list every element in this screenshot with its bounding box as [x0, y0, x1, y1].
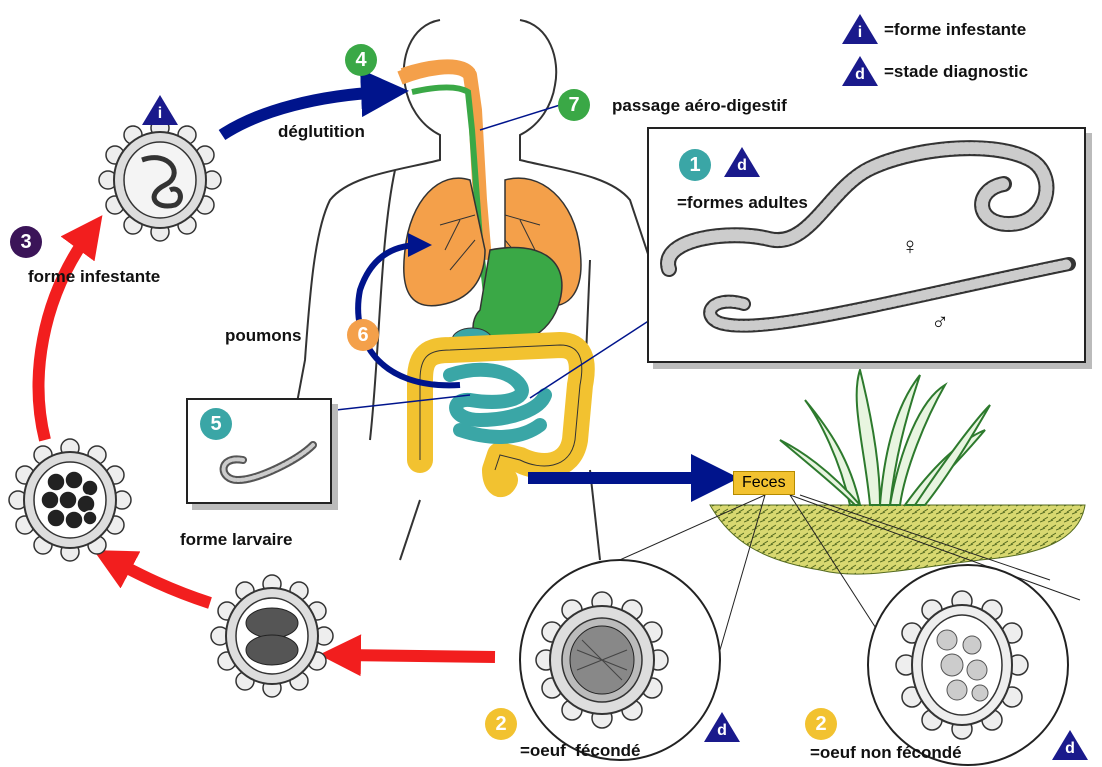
step-1-diagnostic-triangle: d	[722, 145, 762, 179]
aero-digestive-label: passage aéro-digestif	[612, 96, 787, 116]
male-symbol: ♂	[931, 309, 949, 337]
legend-infestante-label: =forme infestante	[884, 20, 1026, 40]
legend-diagnostic-triangle: d	[840, 54, 880, 88]
infestant-form-label: forme infestante	[28, 267, 160, 287]
morula-egg	[9, 439, 131, 561]
step-7-badge: 7	[558, 89, 590, 121]
step-1-badge: 1	[679, 149, 711, 181]
step-3-infestante-triangle: i	[140, 93, 180, 127]
adult-worms-box: 1 =formes adultes ♀ ♂	[647, 127, 1086, 363]
larval-form-label: forme larvaire	[180, 530, 292, 550]
step-6-badge: 6	[347, 319, 379, 351]
red-arrow-left-up	[39, 232, 90, 440]
fertilized-egg-diagnostic-triangle: d	[702, 710, 742, 744]
adult-forms-label: =formes adultes	[677, 193, 808, 213]
grass-icon	[780, 370, 990, 505]
feces-label: Feces	[733, 471, 795, 495]
step-3-badge: 3	[10, 226, 42, 258]
female-symbol: ♀	[901, 233, 919, 261]
larva-box: 5	[186, 398, 332, 504]
deglutition-label: déglutition	[278, 122, 365, 142]
step-2-unfertilized-badge: 2	[805, 708, 837, 740]
worms-icon	[649, 129, 1084, 361]
soil	[710, 505, 1085, 574]
legend-infestante-triangle: i	[840, 12, 880, 46]
lungs-label: poumons	[225, 326, 302, 346]
legend-diagnostic-label: =stade diagnostic	[884, 62, 1028, 82]
small-intestine	[450, 370, 545, 437]
red-arrow-bottom-left	[112, 560, 210, 603]
unfertilized-egg-label: =oeuf non fécondé	[810, 743, 962, 763]
step-2-fertilized-badge: 2	[485, 708, 517, 740]
unfertilized-egg-diagnostic-triangle: d	[1050, 728, 1090, 762]
two-cell-egg	[211, 575, 333, 697]
step-5-badge: 5	[200, 408, 232, 440]
step-4-badge: 4	[345, 44, 377, 76]
infestant-egg	[99, 119, 221, 241]
fertilized-egg-label: =oeuf fécondé	[520, 741, 640, 761]
red-arrow-bottom	[340, 655, 495, 657]
